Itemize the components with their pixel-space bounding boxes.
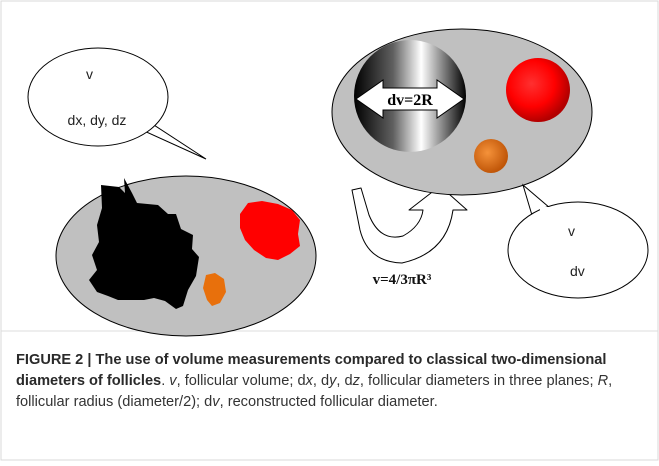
caption-var-v: v	[169, 373, 177, 389]
caption-text-6: , follicular radius (diameter/2); d	[16, 373, 613, 410]
large-follicle-shape	[89, 178, 199, 309]
volume-formula: v=4/3πR³	[373, 272, 432, 288]
caption-text-7: , reconstructed follicular diameter.	[219, 394, 438, 410]
caption-var-r: R	[597, 373, 609, 389]
right-callout-v: v	[568, 223, 575, 239]
double-arrow-icon	[355, 79, 465, 119]
caption-text-1: .	[161, 373, 170, 389]
red-follicle-sphere	[506, 58, 570, 122]
left-callout-v: v	[86, 66, 93, 82]
caption-title: The use of volume measurements compared …	[16, 352, 607, 389]
caption-text-3: , d	[312, 373, 330, 389]
caption-var-y: y	[329, 373, 337, 389]
diameter-label: dv=2R	[387, 92, 433, 109]
left-callout: v dx, dy, dz	[27, 47, 207, 160]
caption-text-4: , d	[336, 373, 353, 389]
caption-var-x: x	[305, 373, 313, 389]
orange-follicle-shape	[203, 273, 226, 306]
figure-caption: FIGURE 2 | The use of volume measurement…	[16, 350, 641, 413]
caption-var-v2: v	[212, 394, 220, 410]
right-callout: v dv	[507, 183, 649, 299]
caption-text-5: , follicular diameters in three planes;	[359, 373, 598, 389]
caption-label: FIGURE 2 |	[16, 352, 96, 368]
right-callout-dv: dv	[570, 263, 585, 279]
left-callout-diameters: dx, dy, dz	[68, 112, 127, 128]
caption-var-z: z	[352, 373, 360, 389]
caption-text-2: , follicular volume; d	[176, 373, 306, 389]
orange-follicle-sphere	[474, 139, 508, 173]
curved-arrow-icon	[351, 185, 468, 264]
red-follicle-shape	[240, 201, 300, 260]
